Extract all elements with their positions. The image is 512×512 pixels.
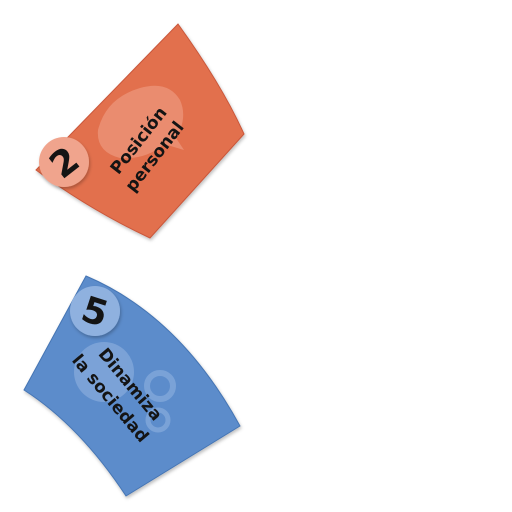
speech-bubble-icon [97, 85, 184, 159]
gears-globe-icon [74, 342, 176, 433]
number-badge [70, 286, 120, 336]
number-badge [39, 137, 89, 187]
segment-shape-blue [23, 275, 241, 497]
segment-posicion-personal: 2 Posición personal [35, 23, 245, 239]
segment-dinamiza-la-sociedad: 5 Dinamiza la sociedad [23, 275, 241, 497]
